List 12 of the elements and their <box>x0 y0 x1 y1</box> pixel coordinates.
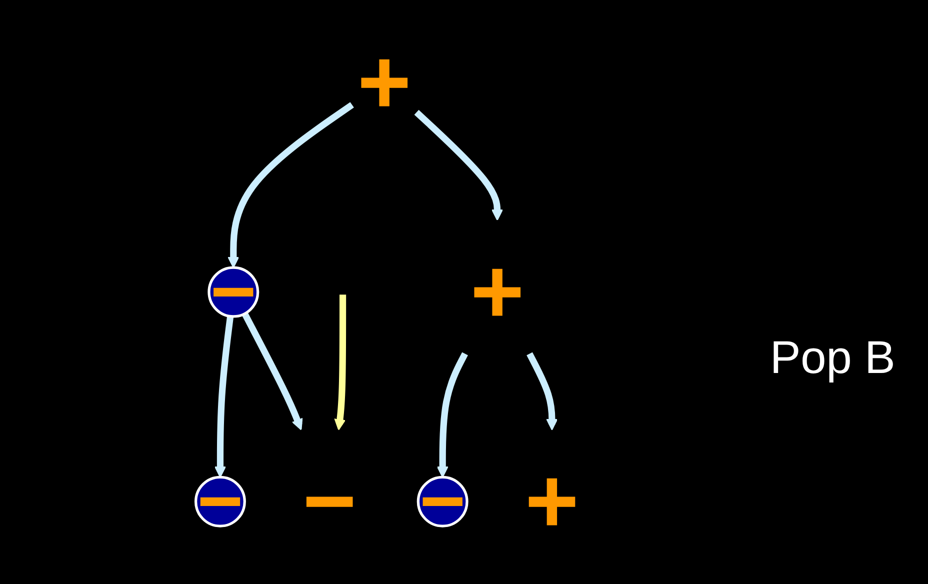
arrow <box>414 110 504 221</box>
arrow <box>436 352 468 478</box>
charge-sign: + <box>470 240 524 343</box>
population-label: Pop B <box>770 330 896 384</box>
charge-sign: − <box>302 450 357 552</box>
charge-sign: + <box>525 450 579 552</box>
arrow <box>228 102 354 268</box>
arrow <box>214 316 234 478</box>
arrow <box>242 312 303 430</box>
charge-sign: + <box>357 30 412 134</box>
arrow <box>334 294 346 430</box>
arrow <box>526 352 558 430</box>
